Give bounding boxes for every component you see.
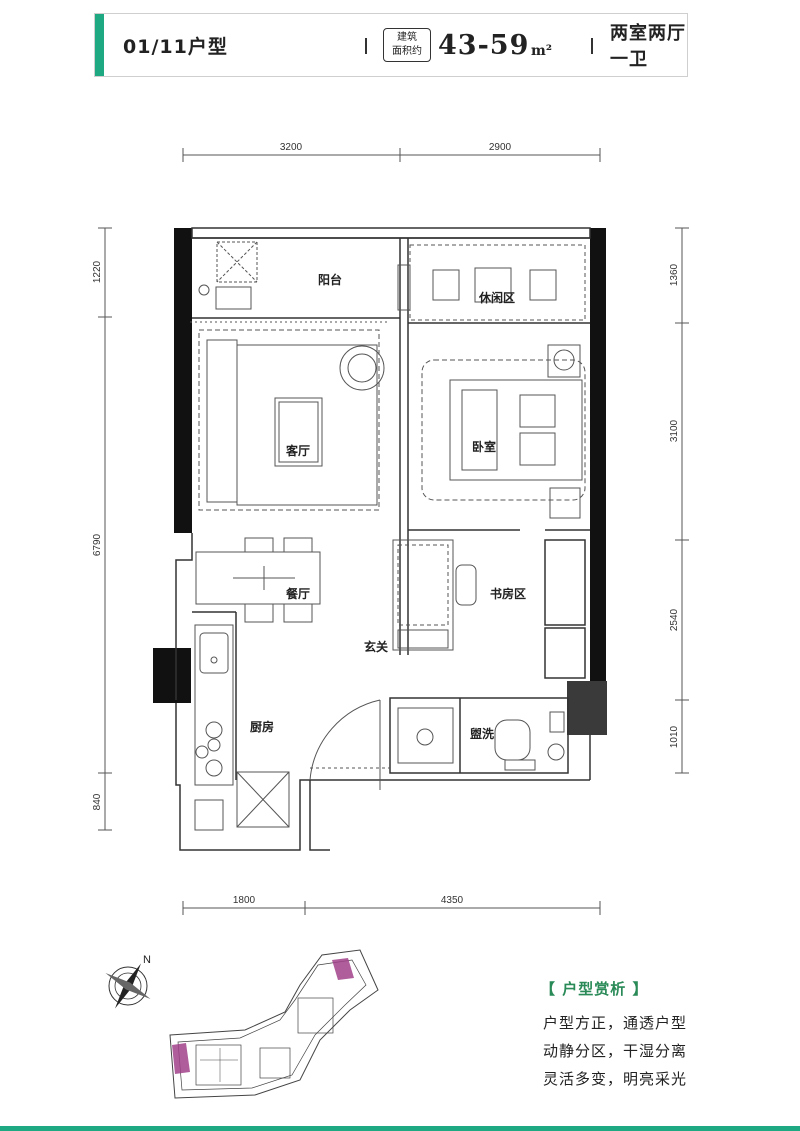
info-line: 户型方正，通透户型 <box>543 1014 688 1032</box>
kitchen-fixtures <box>194 624 290 831</box>
balcony-fixtures <box>190 241 411 323</box>
site-highlight-unit <box>172 958 354 1074</box>
room-label-entrance: 玄关 <box>364 639 388 654</box>
header-bar: 01/11户型 建筑 面积约 43-59 m² 两室两厅一卫 <box>94 13 688 77</box>
header-divider <box>591 38 593 54</box>
compass-icon <box>105 963 151 1009</box>
bedroom-furniture <box>421 344 586 519</box>
site-plan <box>169 949 379 1099</box>
dimension-label: 1800 <box>233 895 256 906</box>
room-label-bathroom: 盥洗 <box>470 726 494 741</box>
dimension-label: 2900 <box>489 142 512 153</box>
study-furniture <box>392 539 477 651</box>
dimension-label: 1360 <box>669 263 680 286</box>
dimension-label: 1220 <box>92 260 103 283</box>
info-line: 灵活多变，明亮采光 <box>543 1070 688 1088</box>
room-label-bedroom: 卧室 <box>472 439 496 454</box>
dining-furniture <box>195 537 321 623</box>
leisure-furniture <box>409 244 586 321</box>
interior-walls <box>175 237 591 851</box>
room-label-study: 书房区 <box>490 586 526 601</box>
room-label-kitchen: 厨房 <box>250 719 274 734</box>
dimension-label: 6790 <box>92 533 103 556</box>
dimension-top <box>182 148 601 162</box>
room-count: 两室两厅一卫 <box>610 23 686 70</box>
compass-north-label: N <box>143 954 151 966</box>
area-unit: m² <box>531 43 552 59</box>
room-label-leisure: 休闲区 <box>478 290 515 305</box>
dimension-label: 1010 <box>669 725 680 748</box>
area-label-line1: 建筑 <box>397 32 417 43</box>
room-label-balcony: 阳台 <box>318 272 342 287</box>
dimension-label: 4350 <box>441 895 464 906</box>
unit-code: 01/11户型 <box>123 35 228 58</box>
area-label: 建筑 面积约 <box>383 28 431 62</box>
header-divider <box>365 38 367 54</box>
entrance-door <box>309 699 390 790</box>
dimension-bottom <box>182 901 601 915</box>
dimension-label: 3200 <box>280 142 303 153</box>
dimension-label: 840 <box>92 793 103 810</box>
living-furniture <box>198 329 385 511</box>
area-label-line2: 面积约 <box>392 46 422 57</box>
bathroom-fixtures <box>397 707 565 771</box>
dimension-left <box>98 227 112 831</box>
info-line: 动静分区，干湿分离 <box>543 1042 688 1060</box>
exterior-walls <box>153 227 607 735</box>
room-label-dining: 餐厅 <box>286 586 310 601</box>
room-label-living: 客厅 <box>285 443 310 458</box>
dimension-label: 2540 <box>669 608 680 631</box>
area-value: 43-59 <box>438 29 530 61</box>
bottom-accent-bar <box>0 1126 800 1131</box>
header-accent-stripe <box>95 14 104 76</box>
dimension-label: 3100 <box>669 419 680 442</box>
info-title: 【 户型赏析 】 <box>540 980 649 998</box>
dimension-right <box>675 227 689 774</box>
